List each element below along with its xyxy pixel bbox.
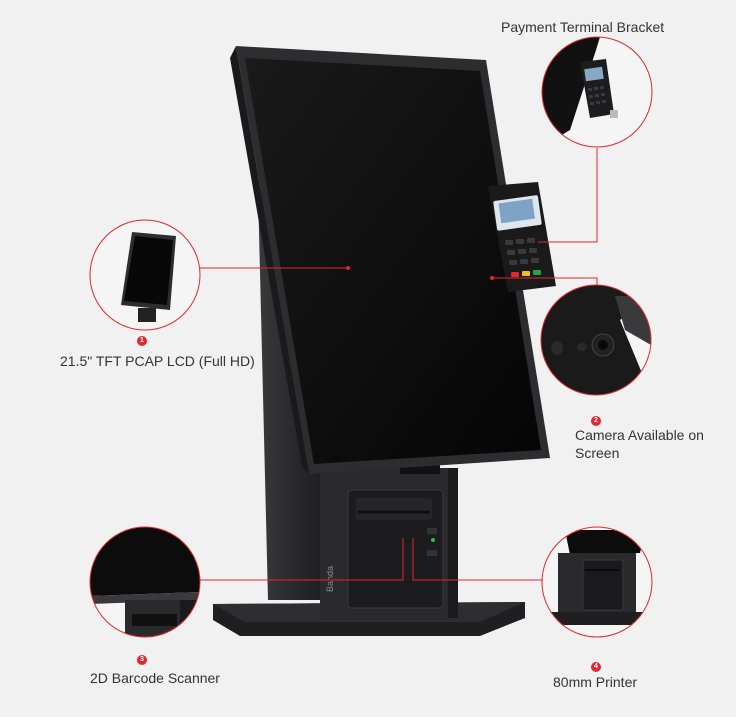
- callout-payment-terminal: [541, 36, 653, 148]
- callout-camera: [540, 284, 652, 396]
- marker-3: 3: [137, 655, 147, 665]
- label-camera: Camera Available on Screen: [575, 427, 704, 461]
- callout-lines: [200, 148, 598, 581]
- callout-printer: [541, 526, 653, 638]
- marker-2: 2: [591, 416, 601, 426]
- kiosk: Banda: [213, 46, 556, 636]
- side-payment-terminal: [488, 182, 556, 292]
- label-barcode-scanner: 2D Barcode Scanner: [90, 670, 220, 686]
- label-lcd: 21.5" TFT PCAP LCD (Full HD): [60, 353, 255, 369]
- callout-barcode: [89, 526, 201, 638]
- marker-4: 4: [591, 662, 601, 672]
- marker-1: 1: [137, 336, 147, 346]
- label-printer: 80mm Printer: [553, 674, 638, 690]
- callout-lcd: [89, 219, 201, 331]
- label-payment-terminal: Payment Terminal Bracket: [501, 19, 665, 35]
- kiosk-display: [245, 58, 541, 464]
- brand-text: Banda: [325, 566, 335, 592]
